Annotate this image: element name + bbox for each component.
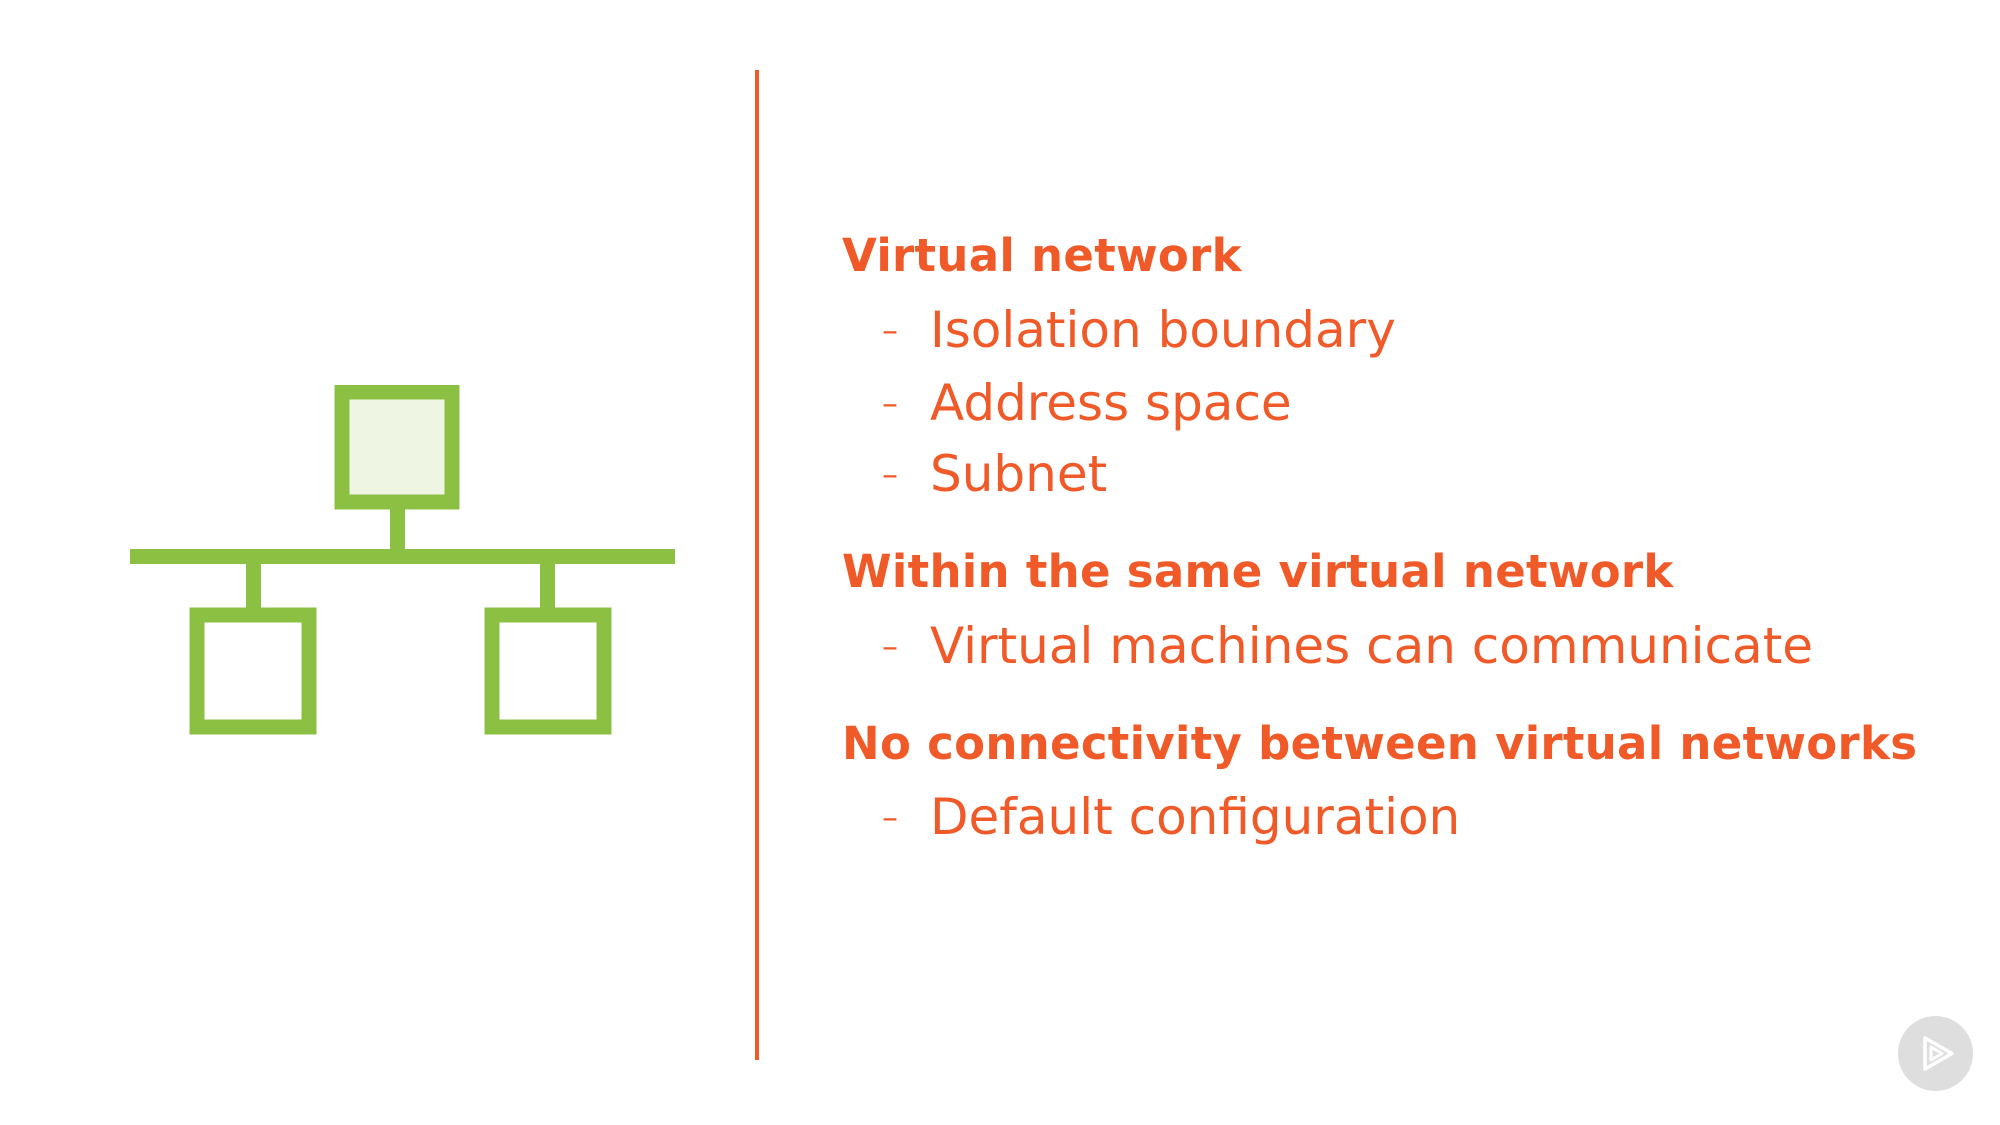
play-logo-badge: [1898, 1016, 1973, 1091]
bullet-dash: –: [882, 797, 898, 836]
section-heading-same-network: Within the same virtual network: [842, 545, 1674, 598]
bullet-text: Subnet: [930, 445, 1108, 503]
network-bus-line: [130, 549, 675, 564]
bullet-item: –Isolation boundary: [882, 300, 1396, 364]
bullet-dash: –: [882, 626, 898, 665]
section-heading-no-connectivity: No connectivity between virtual networks: [842, 717, 1918, 770]
network-topology-icon: [130, 385, 675, 735]
bullet-dash: –: [882, 383, 898, 422]
section-heading-virtual-network: Virtual network: [842, 229, 1242, 282]
network-left-connector: [246, 564, 261, 608]
network-left-node: [189, 607, 317, 735]
bullet-item: –Address space: [882, 373, 1292, 437]
bullet-item: –Virtual machines can communicate: [882, 616, 1813, 680]
vertical-divider: [755, 70, 759, 1060]
bullet-item: –Subnet: [882, 444, 1107, 508]
play-logo-icon: [1923, 1036, 1954, 1071]
bullet-text: Address space: [930, 374, 1292, 432]
bullet-text: Isolation boundary: [930, 301, 1396, 359]
network-right-node: [484, 607, 612, 735]
bullet-item: –Default configuration: [882, 787, 1460, 851]
bullet-text: Virtual machines can communicate: [930, 617, 1814, 675]
bullet-dash: –: [882, 454, 898, 493]
bullet-dash: –: [882, 310, 898, 349]
bullet-text: Default configuration: [930, 788, 1461, 846]
network-top-node: [334, 385, 460, 510]
network-right-connector: [540, 564, 555, 608]
network-top-connector: [390, 509, 405, 549]
